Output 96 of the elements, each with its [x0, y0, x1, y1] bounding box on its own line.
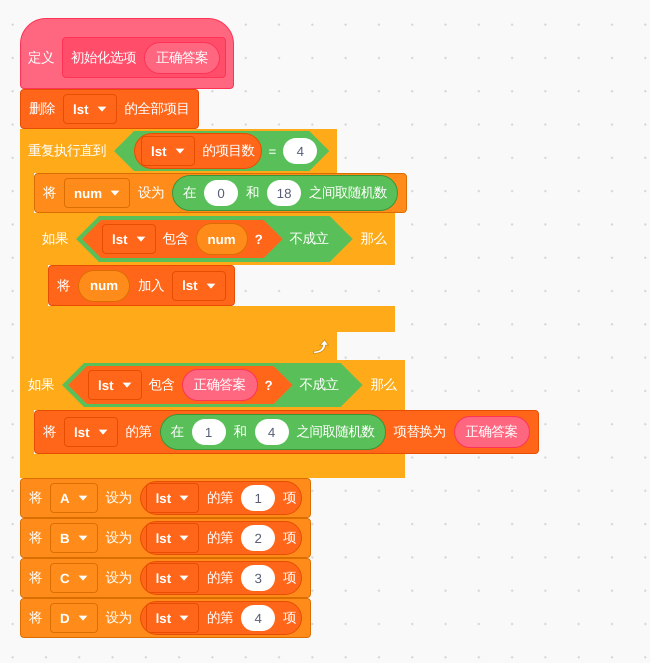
argument-reporter: 正确答案 — [144, 42, 220, 74]
block-text: 之间取随机数 — [309, 184, 388, 202]
block-text: 设为 — [138, 184, 164, 202]
define-hat-block — [20, 18, 234, 89]
block-text: 将 — [57, 276, 70, 294]
block-text: 在 — [170, 423, 184, 441]
variable-reporter: num — [196, 223, 248, 255]
block-text: 将 — [43, 423, 56, 441]
block-text: 设为 — [106, 489, 132, 507]
number-input-field: 1 — [241, 485, 276, 511]
number-input-field: 4 — [241, 605, 276, 631]
block-text: 将 — [29, 569, 42, 587]
list-item-reporter — [140, 481, 302, 515]
list-dropdown: lst — [146, 603, 200, 633]
number-input-field: 4 — [283, 138, 318, 164]
block-text: 如果 — [28, 376, 54, 394]
number-input-field: 0 — [204, 180, 238, 206]
if-block — [20, 360, 539, 478]
number-input-field: 3 — [241, 565, 276, 591]
block-text: 如果 — [42, 230, 68, 248]
block-text: 的项目数 — [202, 142, 255, 160]
list-dropdown: lst — [146, 523, 200, 553]
block-text: 设为 — [106, 529, 132, 547]
list-dropdown: lst — [102, 224, 156, 254]
block-text: 的第 — [207, 529, 234, 547]
block-text: 项 — [283, 569, 296, 587]
block-text: 项 — [283, 529, 296, 547]
block-text: 那么 — [360, 230, 387, 248]
block-text: 那么 — [370, 376, 397, 394]
block-text: 删除 — [29, 100, 55, 118]
block-text: 将 — [43, 184, 56, 202]
variable-dropdown: A — [50, 483, 98, 513]
item-count-reporter — [134, 133, 262, 169]
variable-dropdown: num — [64, 178, 130, 208]
number-input-field: 2 — [241, 525, 276, 551]
number-input-field: 1 — [192, 419, 226, 445]
argument-reporter: 正确答案 — [182, 369, 258, 401]
block-text: 和 — [246, 184, 260, 202]
repeat-until-block — [20, 129, 408, 360]
contains-block — [68, 366, 293, 404]
list-dropdown: lst — [63, 94, 117, 124]
block-text: 设为 — [106, 609, 132, 627]
list-item-reporter — [140, 521, 302, 555]
custom-block-prototype — [62, 37, 226, 78]
block-text: 设为 — [106, 569, 132, 587]
block-text: 将 — [29, 489, 42, 507]
variable-dropdown: B — [50, 523, 98, 553]
argument-reporter: 正确答案 — [454, 416, 530, 448]
variable-reporter: num — [78, 270, 130, 302]
block-text: 加入 — [138, 276, 164, 294]
block-text: 初始化选项 — [71, 48, 136, 66]
number-input-field: 4 — [254, 419, 289, 445]
set-variable-block — [34, 173, 408, 213]
block-text: 将 — [29, 529, 42, 547]
list-item-reporter — [140, 601, 302, 635]
list-dropdown: lst — [146, 483, 200, 513]
block-text: 不成立 — [300, 376, 339, 394]
list-dropdown: lst — [172, 270, 226, 300]
block-text: 包含 — [148, 376, 175, 394]
block-text: 包含 — [162, 230, 189, 248]
add-to-list-block — [48, 265, 235, 306]
contains-block — [82, 220, 283, 258]
block-text: 不成立 — [290, 230, 329, 248]
delete-all-items-block — [20, 89, 199, 129]
block-text: 的全部项目 — [124, 100, 190, 118]
list-dropdown: lst — [146, 563, 200, 593]
block-text: 在 — [183, 184, 196, 202]
variable-dropdown: D — [50, 603, 98, 633]
set-variable-block — [20, 558, 312, 598]
block-text: 项 — [283, 489, 296, 507]
block-text: ? — [254, 232, 263, 246]
block-text: = — [268, 144, 276, 158]
list-dropdown: lst — [64, 417, 118, 447]
block-text: 的第 — [207, 489, 234, 507]
block-text: 重复执行直到 — [28, 142, 106, 160]
list-dropdown: lst — [141, 136, 195, 166]
random-number-reporter — [160, 414, 386, 450]
random-number-reporter — [172, 175, 398, 211]
block-text: 项 — [283, 609, 296, 627]
block-text: 项替换为 — [394, 423, 446, 441]
block-text: 的第 — [126, 423, 152, 441]
replace-item-block — [34, 410, 539, 454]
block-text: 的第 — [207, 569, 234, 587]
list-dropdown: lst — [88, 370, 142, 400]
block-text: 的第 — [207, 609, 234, 627]
block-text: 和 — [234, 423, 247, 441]
block-text: 定义 — [28, 48, 54, 66]
set-variable-block — [20, 478, 312, 518]
block-text: 之间取随机数 — [296, 423, 375, 441]
variable-dropdown: C — [50, 563, 98, 593]
list-item-reporter — [140, 561, 302, 595]
set-variable-block — [20, 598, 312, 638]
number-input-field: 18 — [267, 180, 302, 206]
set-variable-block — [20, 518, 312, 558]
block-text: 将 — [29, 609, 42, 627]
block-text: ? — [264, 378, 273, 392]
